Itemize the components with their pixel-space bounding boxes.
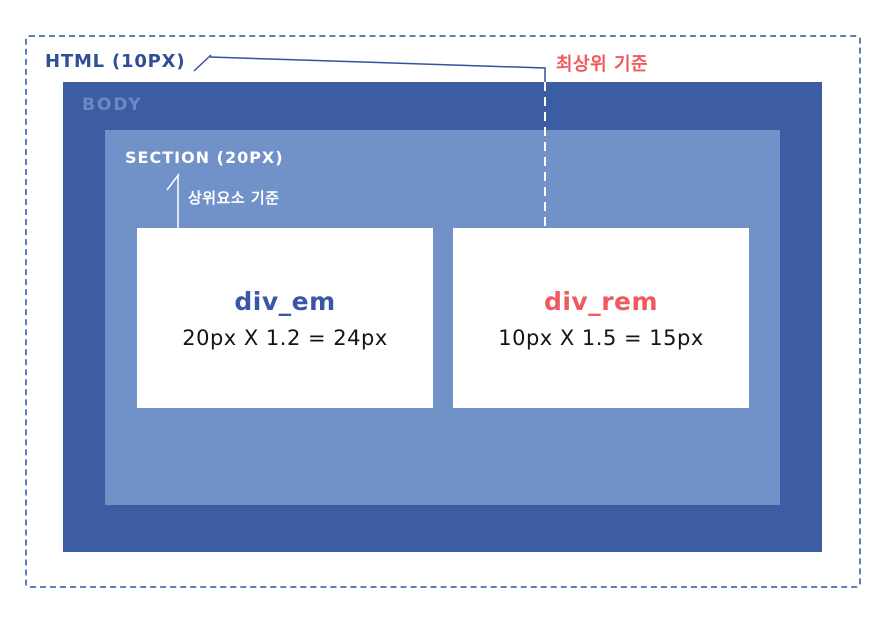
section-label: SECTION (20PX) bbox=[125, 148, 284, 167]
body-label: BODY bbox=[82, 95, 143, 115]
html-root-boundary bbox=[25, 35, 861, 588]
div-rem-title: div_rem bbox=[543, 286, 659, 316]
div-em-formula: 20px X 1.2 = 24px bbox=[182, 325, 388, 350]
root-reference-label: 최상위 기준 bbox=[556, 54, 649, 75]
div-rem-box: div_rem 10px X 1.5 = 15px bbox=[453, 228, 749, 408]
div-em-title: div_em bbox=[234, 286, 336, 316]
div-em-box: div_em 20px X 1.2 = 24px bbox=[137, 228, 433, 408]
parent-reference-label: 상위요소 기준 bbox=[188, 189, 280, 207]
div-rem-formula: 10px X 1.5 = 15px bbox=[498, 325, 704, 350]
html-label: HTML (10PX) bbox=[45, 51, 186, 72]
